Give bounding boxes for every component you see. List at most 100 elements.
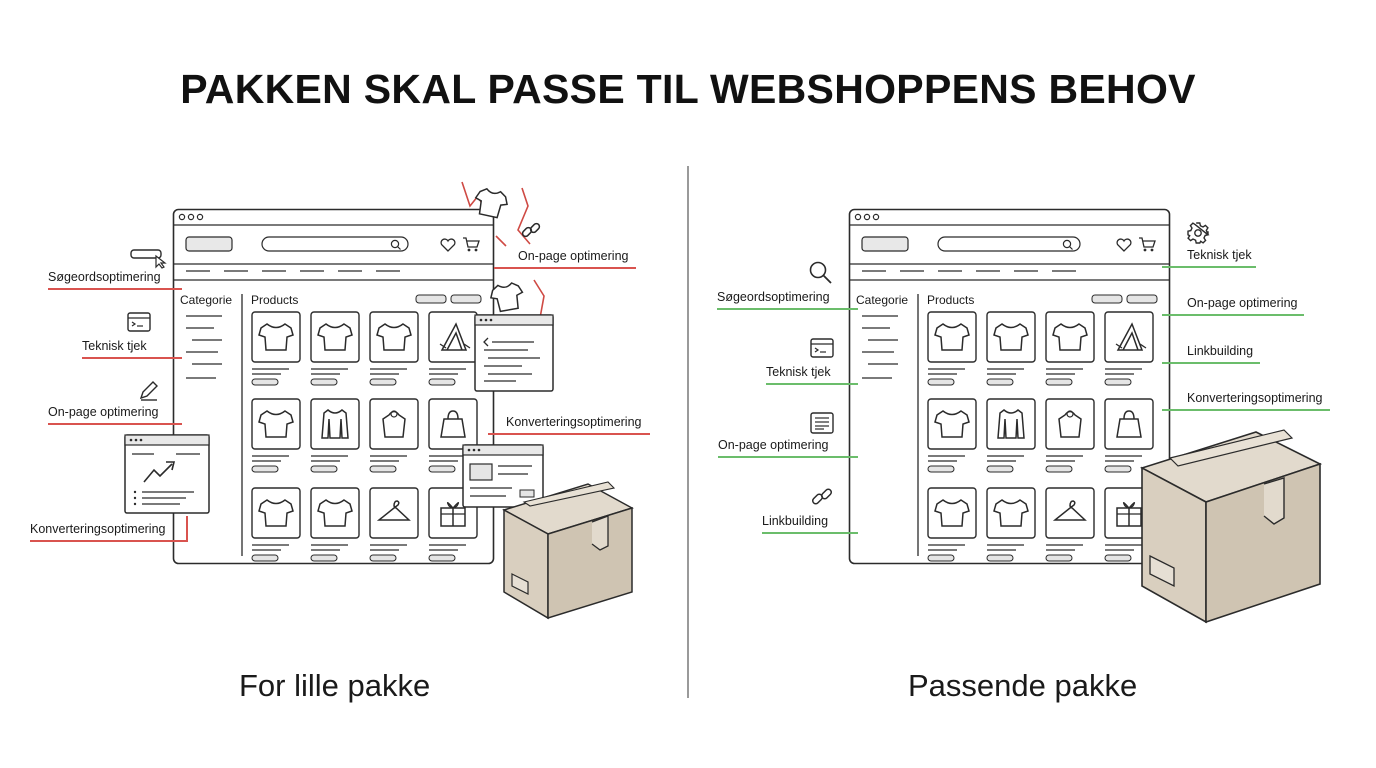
search-icon: [809, 261, 832, 284]
product-card[interactable]: [986, 311, 1038, 391]
tshirt-icon: [258, 323, 294, 351]
right-caption: Passende pakke: [908, 668, 1138, 703]
tshirt-icon: [376, 323, 412, 351]
tshirt-icon: [997, 409, 1025, 439]
right-rule-conversion-right: [1162, 409, 1330, 411]
scarf-icon: [439, 322, 471, 351]
tshirt-icon: [489, 282, 524, 313]
content-popup-window: [462, 444, 544, 508]
product-card[interactable]: [428, 311, 480, 391]
right-rule-seo: [717, 308, 858, 310]
bag-icon: [1116, 410, 1142, 438]
product-card[interactable]: [1045, 311, 1097, 391]
tshirt-icon: [321, 409, 349, 439]
left-rule-conversion: [30, 540, 186, 542]
code-popup-window: [474, 314, 554, 392]
product-card[interactable]: [428, 398, 480, 478]
hanger-icon: [376, 500, 411, 521]
left-label-seo: Søgeordsoptimering: [48, 270, 161, 284]
left-rule-conversion-riser: [186, 516, 188, 542]
right-sidebar-heading: Categorie: [856, 293, 909, 307]
product-card[interactable]: [1045, 487, 1097, 567]
product-card[interactable]: [310, 487, 362, 567]
document-icon: [810, 412, 834, 434]
heart-icon: [1116, 238, 1132, 252]
right-products-heading: Products: [927, 293, 975, 307]
terminal-icon: [127, 312, 151, 332]
product-card[interactable]: [369, 311, 421, 391]
product-card[interactable]: [251, 487, 303, 567]
right-rule-technical-left: [766, 383, 858, 385]
tshirt-icon: [258, 499, 294, 527]
product-card[interactable]: [927, 311, 979, 391]
product-card[interactable]: [927, 487, 979, 567]
product-card[interactable]: [251, 398, 303, 478]
left-caption: For lille pakke: [239, 668, 431, 703]
left-label-conversion: Konverteringsoptimering: [30, 522, 166, 536]
hanger-icon: [1052, 500, 1087, 521]
left-label-conversion-right: Konverteringsoptimering: [506, 415, 642, 429]
center-divider: [687, 166, 689, 698]
right-rule-linkbuilding-left: [762, 532, 858, 534]
product-card[interactable]: [1104, 398, 1156, 478]
right-browser-window: [848, 208, 1171, 565]
link-icon: [521, 222, 541, 238]
left-rule-onpage: [48, 423, 182, 425]
tshirt-icon: [258, 410, 294, 438]
scarf-icon: [1115, 322, 1147, 351]
bag-icon: [440, 410, 466, 438]
tshirt-icon: [993, 499, 1029, 527]
terminal-icon: [810, 338, 834, 358]
cursor-icon: [130, 249, 167, 269]
cart-icon: [463, 237, 480, 252]
left-rule-onpage-right: [494, 267, 636, 269]
product-card[interactable]: [310, 311, 362, 391]
tshirt-icon: [1052, 323, 1088, 351]
tshirt-icon: [317, 499, 353, 527]
product-card[interactable]: [986, 487, 1038, 567]
apron-icon: [1058, 410, 1082, 438]
left-rule-technical: [82, 357, 182, 359]
tshirt-icon: [934, 323, 970, 351]
right-label-linkbuilding-left: Linkbuilding: [762, 514, 829, 528]
tshirt-icon: [993, 323, 1029, 351]
left-rule-seo: [48, 288, 182, 290]
right-rule-linkbuilding-right: [1162, 362, 1260, 364]
gift-icon: [1116, 502, 1142, 527]
right-rule-technical-right: [1162, 266, 1256, 268]
page-title: PAKKEN SKAL PASSE TIL WEBSHOPPENS BEHOV: [180, 66, 1196, 112]
link-icon: [811, 488, 833, 505]
small-package-box: [502, 481, 634, 620]
right-label-seo: Søgeordsoptimering: [717, 290, 830, 304]
left-label-onpage: On-page optimering: [48, 405, 159, 419]
left-label-onpage-right: On-page optimering: [518, 249, 629, 263]
large-package-box: [1139, 429, 1323, 624]
conversion-popup-window: [124, 434, 210, 514]
right-label-onpage-right: On-page optimering: [1187, 296, 1298, 310]
right-label-technical-right: Teknisk tjek: [1187, 248, 1252, 262]
apron-icon: [382, 410, 406, 438]
product-card[interactable]: [369, 398, 421, 478]
right-rule-onpage-left: [718, 456, 858, 458]
product-card[interactable]: [986, 398, 1038, 478]
left-rule-conversion-right: [488, 433, 650, 435]
left-products-heading: Products: [251, 293, 299, 307]
product-card[interactable]: [310, 398, 362, 478]
tshirt-icon: [474, 187, 508, 219]
product-card[interactable]: [1104, 311, 1156, 391]
gift-icon: [440, 502, 466, 527]
product-card[interactable]: [369, 487, 421, 567]
cart-icon: [1139, 237, 1156, 252]
tshirt-icon: [934, 410, 970, 438]
tshirt-icon: [317, 323, 353, 351]
product-card[interactable]: [1045, 398, 1097, 478]
right-label-conversion-right: Konverteringsoptimering: [1187, 391, 1323, 405]
right-rule-onpage-right: [1162, 314, 1304, 316]
heart-icon: [440, 238, 456, 252]
product-card[interactable]: [251, 311, 303, 391]
left-label-technical: Teknisk tjek: [82, 339, 147, 353]
right-label-technical-left: Teknisk tjek: [766, 365, 831, 379]
gear-icon: [1187, 222, 1210, 244]
right-label-linkbuilding-right: Linkbuilding: [1187, 344, 1254, 358]
product-card[interactable]: [927, 398, 979, 478]
